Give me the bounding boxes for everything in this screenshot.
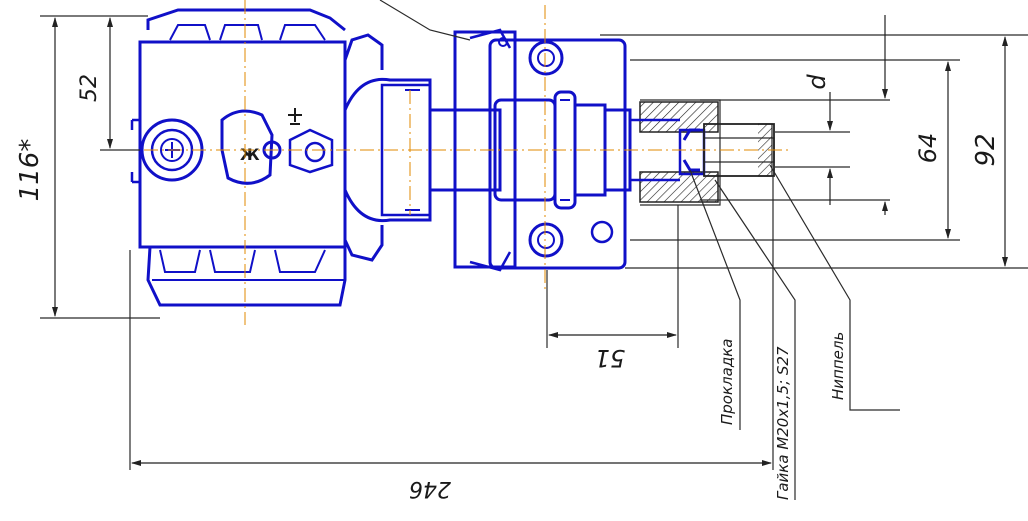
- housing-mark: Ж: [240, 145, 260, 164]
- extension-lines: [40, 15, 1028, 470]
- dim-92-text: 92: [971, 133, 1001, 166]
- callout-nipple: Ниппель: [829, 332, 847, 400]
- dim-51-text: 51: [595, 344, 626, 372]
- callout-nut: Гайка M20x1,5; S27: [774, 346, 792, 500]
- leader-gasket: [689, 169, 741, 430]
- dim-64-text: 64: [914, 133, 942, 164]
- dim-52-text: 52: [77, 74, 102, 102]
- dim-116-text: 116*: [15, 139, 45, 202]
- dim-246-text: 246: [409, 476, 451, 501]
- housing-neck: [343, 33, 432, 262]
- dim-d-text: d: [803, 74, 831, 90]
- center-lines: [120, 0, 790, 325]
- dimension-lines: [52, 15, 1008, 466]
- adapter-section: [630, 99, 721, 206]
- leader-lines: [379, 0, 900, 500]
- transmitter-housing: Ж: [130, 8, 347, 307]
- nipple: [682, 123, 775, 177]
- leader-nipple: [769, 164, 900, 411]
- callout-gasket: Прокладка: [718, 339, 736, 425]
- leader-nut: [714, 179, 796, 500]
- leader-top: [379, 0, 471, 41]
